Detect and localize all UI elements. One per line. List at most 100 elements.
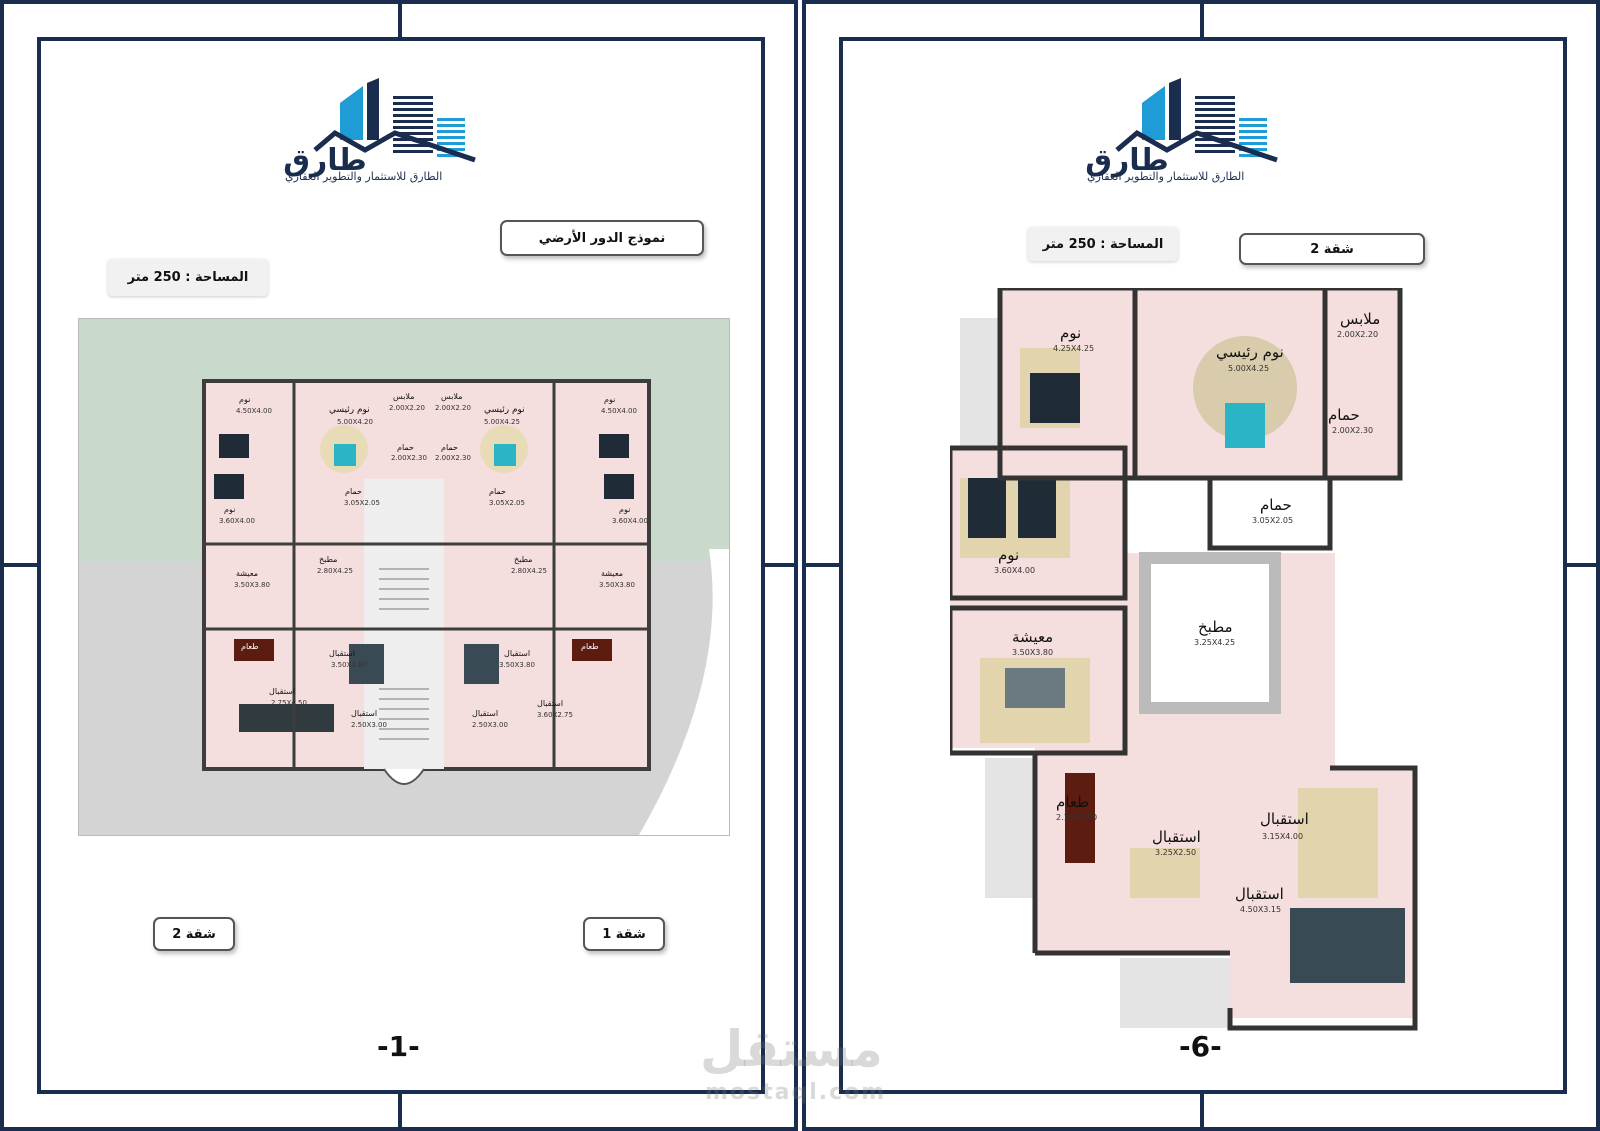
room-label: طعام	[581, 642, 599, 651]
frame-tick	[762, 563, 798, 567]
room-label: حمام	[397, 443, 414, 452]
room-dims: 3.05X2.05	[489, 499, 525, 507]
room-dims: 5.00X4.20	[337, 418, 373, 426]
page-number: -6-	[1179, 1030, 1222, 1063]
room-label: نوم رئيسي	[484, 405, 525, 415]
room-dims: 2.00X2.30	[435, 454, 471, 462]
room-label: نوم	[224, 505, 236, 514]
room-label: طعام	[1056, 793, 1090, 811]
room-dims: 3.25X2.50	[1155, 848, 1197, 857]
plan-graphic	[79, 319, 729, 835]
room-dims: 3.50X3.80	[331, 661, 367, 669]
room-label: طعام	[241, 642, 259, 651]
room-dims: 3.05X2.05	[1252, 516, 1294, 525]
room-label: حمام	[1328, 406, 1360, 424]
area-badge: المساحة : 250 متر	[1028, 227, 1178, 261]
room-label: استقبال	[269, 687, 296, 696]
room-label: حمام	[441, 443, 458, 452]
area-badge: المساحة : 250 متر	[108, 259, 268, 296]
room-dims: 2.80X4.25	[511, 567, 547, 575]
frame-tick	[1200, 0, 1204, 40]
apartment-plan-graphic	[947, 285, 1418, 1031]
right-sheet: طارق الطارق للاستثمار والتطوير العقاري ا…	[802, 0, 1600, 1131]
room-dims: 4.50X4.00	[236, 407, 272, 415]
watermark-latin: mostaql.com	[705, 1080, 887, 1105]
watermark-arabic: مستقل	[700, 1020, 883, 1078]
room-label: استقبال	[329, 649, 356, 658]
room-dims: 2.15X4.80	[1056, 813, 1098, 822]
ground-floor-plan: نوم 4.50X4.00 نوم رئيسي 5.00X4.20 ملابس …	[78, 318, 730, 836]
room-dims: 3.05X2.05	[344, 499, 380, 507]
room-dims: 3.60X4.00	[612, 517, 648, 525]
room-dims: 4.50X4.00	[601, 407, 637, 415]
room-label: ملابس	[441, 392, 463, 401]
room-label: استقبال	[1152, 828, 1201, 846]
frame-tick	[802, 563, 842, 567]
apartment-badge: شقة 2	[1239, 233, 1425, 265]
room-label: ملابس	[1340, 310, 1381, 328]
apartment-1-badge: شقة 1	[583, 917, 665, 951]
room-label: نوم رئيسي	[1216, 343, 1284, 361]
room-dims: 2.00X2.30	[1332, 426, 1374, 435]
room-label: نوم	[998, 546, 1020, 564]
room-label: مطبخ	[514, 555, 533, 564]
room-dims: 3.60X2.75	[537, 711, 573, 719]
company-logo: طارق	[275, 78, 485, 188]
room-dims: 3.50X3.80	[599, 581, 635, 589]
left-sheet: طارق الطارق للاستثمار والتطوير العقاري ن…	[0, 0, 798, 1131]
room-dims: 3.15X4.00	[1262, 832, 1304, 841]
room-label: نوم	[619, 505, 631, 514]
room-dims: 2.00X2.20	[435, 404, 471, 412]
frame-tick	[0, 563, 40, 567]
room-dims: 4.50X3.15	[1240, 905, 1282, 914]
room-label: مطبخ	[1198, 618, 1233, 636]
frame-tick	[1564, 563, 1600, 567]
logo-graphic: طارق	[283, 78, 476, 178]
room-label: استقبال	[472, 709, 499, 718]
room-label: استقبال	[351, 709, 378, 718]
room-dims: 3.50X3.80	[499, 661, 535, 669]
model-title-badge: نموذج الدور الأرضي	[500, 220, 704, 256]
room-label: حمام	[345, 487, 362, 496]
apartment-2-badge: شقة 2	[153, 917, 235, 951]
room-label: استقبال	[504, 649, 531, 658]
room-label: معيشة	[1012, 628, 1054, 646]
logo-caption: الطارق للاستثمار والتطوير العقاري	[1087, 170, 1245, 183]
room-dims: 2.80X4.25	[317, 567, 353, 575]
room-label: حمام	[1260, 496, 1292, 514]
room-dims: 2.50X3.00	[351, 721, 387, 729]
apartment-floor-plan: نوم 4.25X4.25 نوم رئيسي 5.00X4.25 ملابس …	[947, 285, 1436, 1040]
room-dims: 2.00X2.30	[391, 454, 427, 462]
frame-tick	[398, 1091, 402, 1131]
room-dims: 2.50X3.00	[472, 721, 508, 729]
room-label: ملابس	[393, 392, 415, 401]
frame-tick	[1200, 1091, 1204, 1131]
room-dims: 3.60X4.00	[219, 517, 255, 525]
room-label: استقبال	[537, 699, 564, 708]
room-label: معيشة	[601, 569, 623, 578]
room-label: استقبال	[1260, 810, 1309, 828]
room-label: نوم رئيسي	[329, 405, 370, 415]
room-dims: 2.75X4.50	[271, 699, 307, 707]
room-dims: 3.50X3.80	[1012, 648, 1054, 657]
room-label: مطبخ	[319, 555, 338, 564]
logo-brand-text: طارق	[283, 143, 367, 178]
room-dims: 3.50X3.80	[234, 581, 270, 589]
room-dims: 4.25X4.25	[1053, 344, 1095, 353]
logo-graphic: طارق	[1085, 78, 1278, 178]
room-dims: 3.60X4.00	[994, 566, 1036, 575]
room-dims: 2.00X2.20	[389, 404, 425, 412]
logo-caption: الطارق للاستثمار والتطوير العقاري	[285, 170, 443, 183]
room-label: نوم	[239, 395, 251, 404]
page-number: -1-	[377, 1030, 420, 1063]
room-label: استقبال	[1235, 885, 1284, 903]
room-dims: 5.00X4.25	[1228, 364, 1270, 373]
room-label: حمام	[489, 487, 506, 496]
room-dims: 5.00X4.25	[484, 418, 520, 426]
room-label: نوم	[1060, 324, 1082, 342]
room-label: معيشة	[236, 569, 258, 578]
room-dims: 3.25X4.25	[1194, 638, 1236, 647]
frame-tick	[398, 0, 402, 40]
room-dims: 2.00X2.20	[1337, 330, 1379, 339]
company-logo: طارق	[1077, 78, 1287, 188]
